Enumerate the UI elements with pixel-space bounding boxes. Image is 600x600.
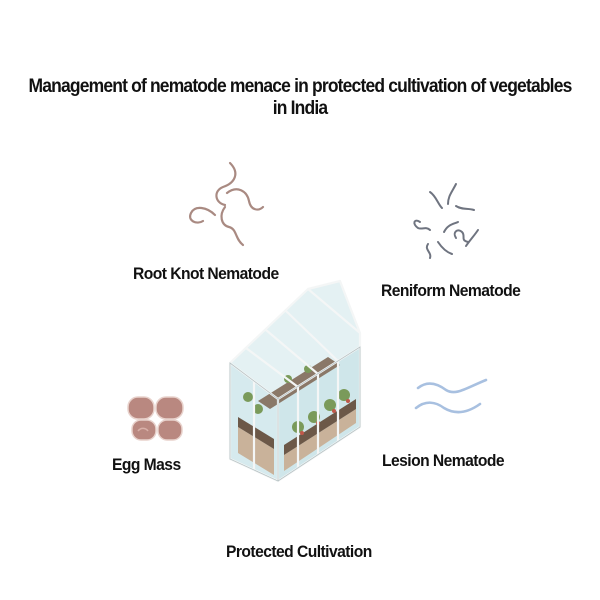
egg-mass-label: Egg Mass bbox=[112, 455, 181, 474]
egg-mass-icon bbox=[127, 396, 184, 441]
reniform-nematode-icon bbox=[413, 183, 479, 259]
reniform-nematode-label: Reniform Nematode bbox=[381, 281, 521, 300]
lesion-nematode-icon bbox=[414, 378, 488, 414]
diagram-title: Management of nematode menace in protect… bbox=[28, 76, 572, 119]
lesion-nematode-label: Lesion Nematode bbox=[382, 451, 505, 470]
greenhouse-icon bbox=[228, 279, 362, 483]
root-knot-nematode-label: Root Knot Nematode bbox=[133, 264, 279, 283]
root-knot-nematode-icon bbox=[189, 161, 265, 247]
protected-cultivation-label: Protected Cultivation bbox=[226, 542, 372, 561]
